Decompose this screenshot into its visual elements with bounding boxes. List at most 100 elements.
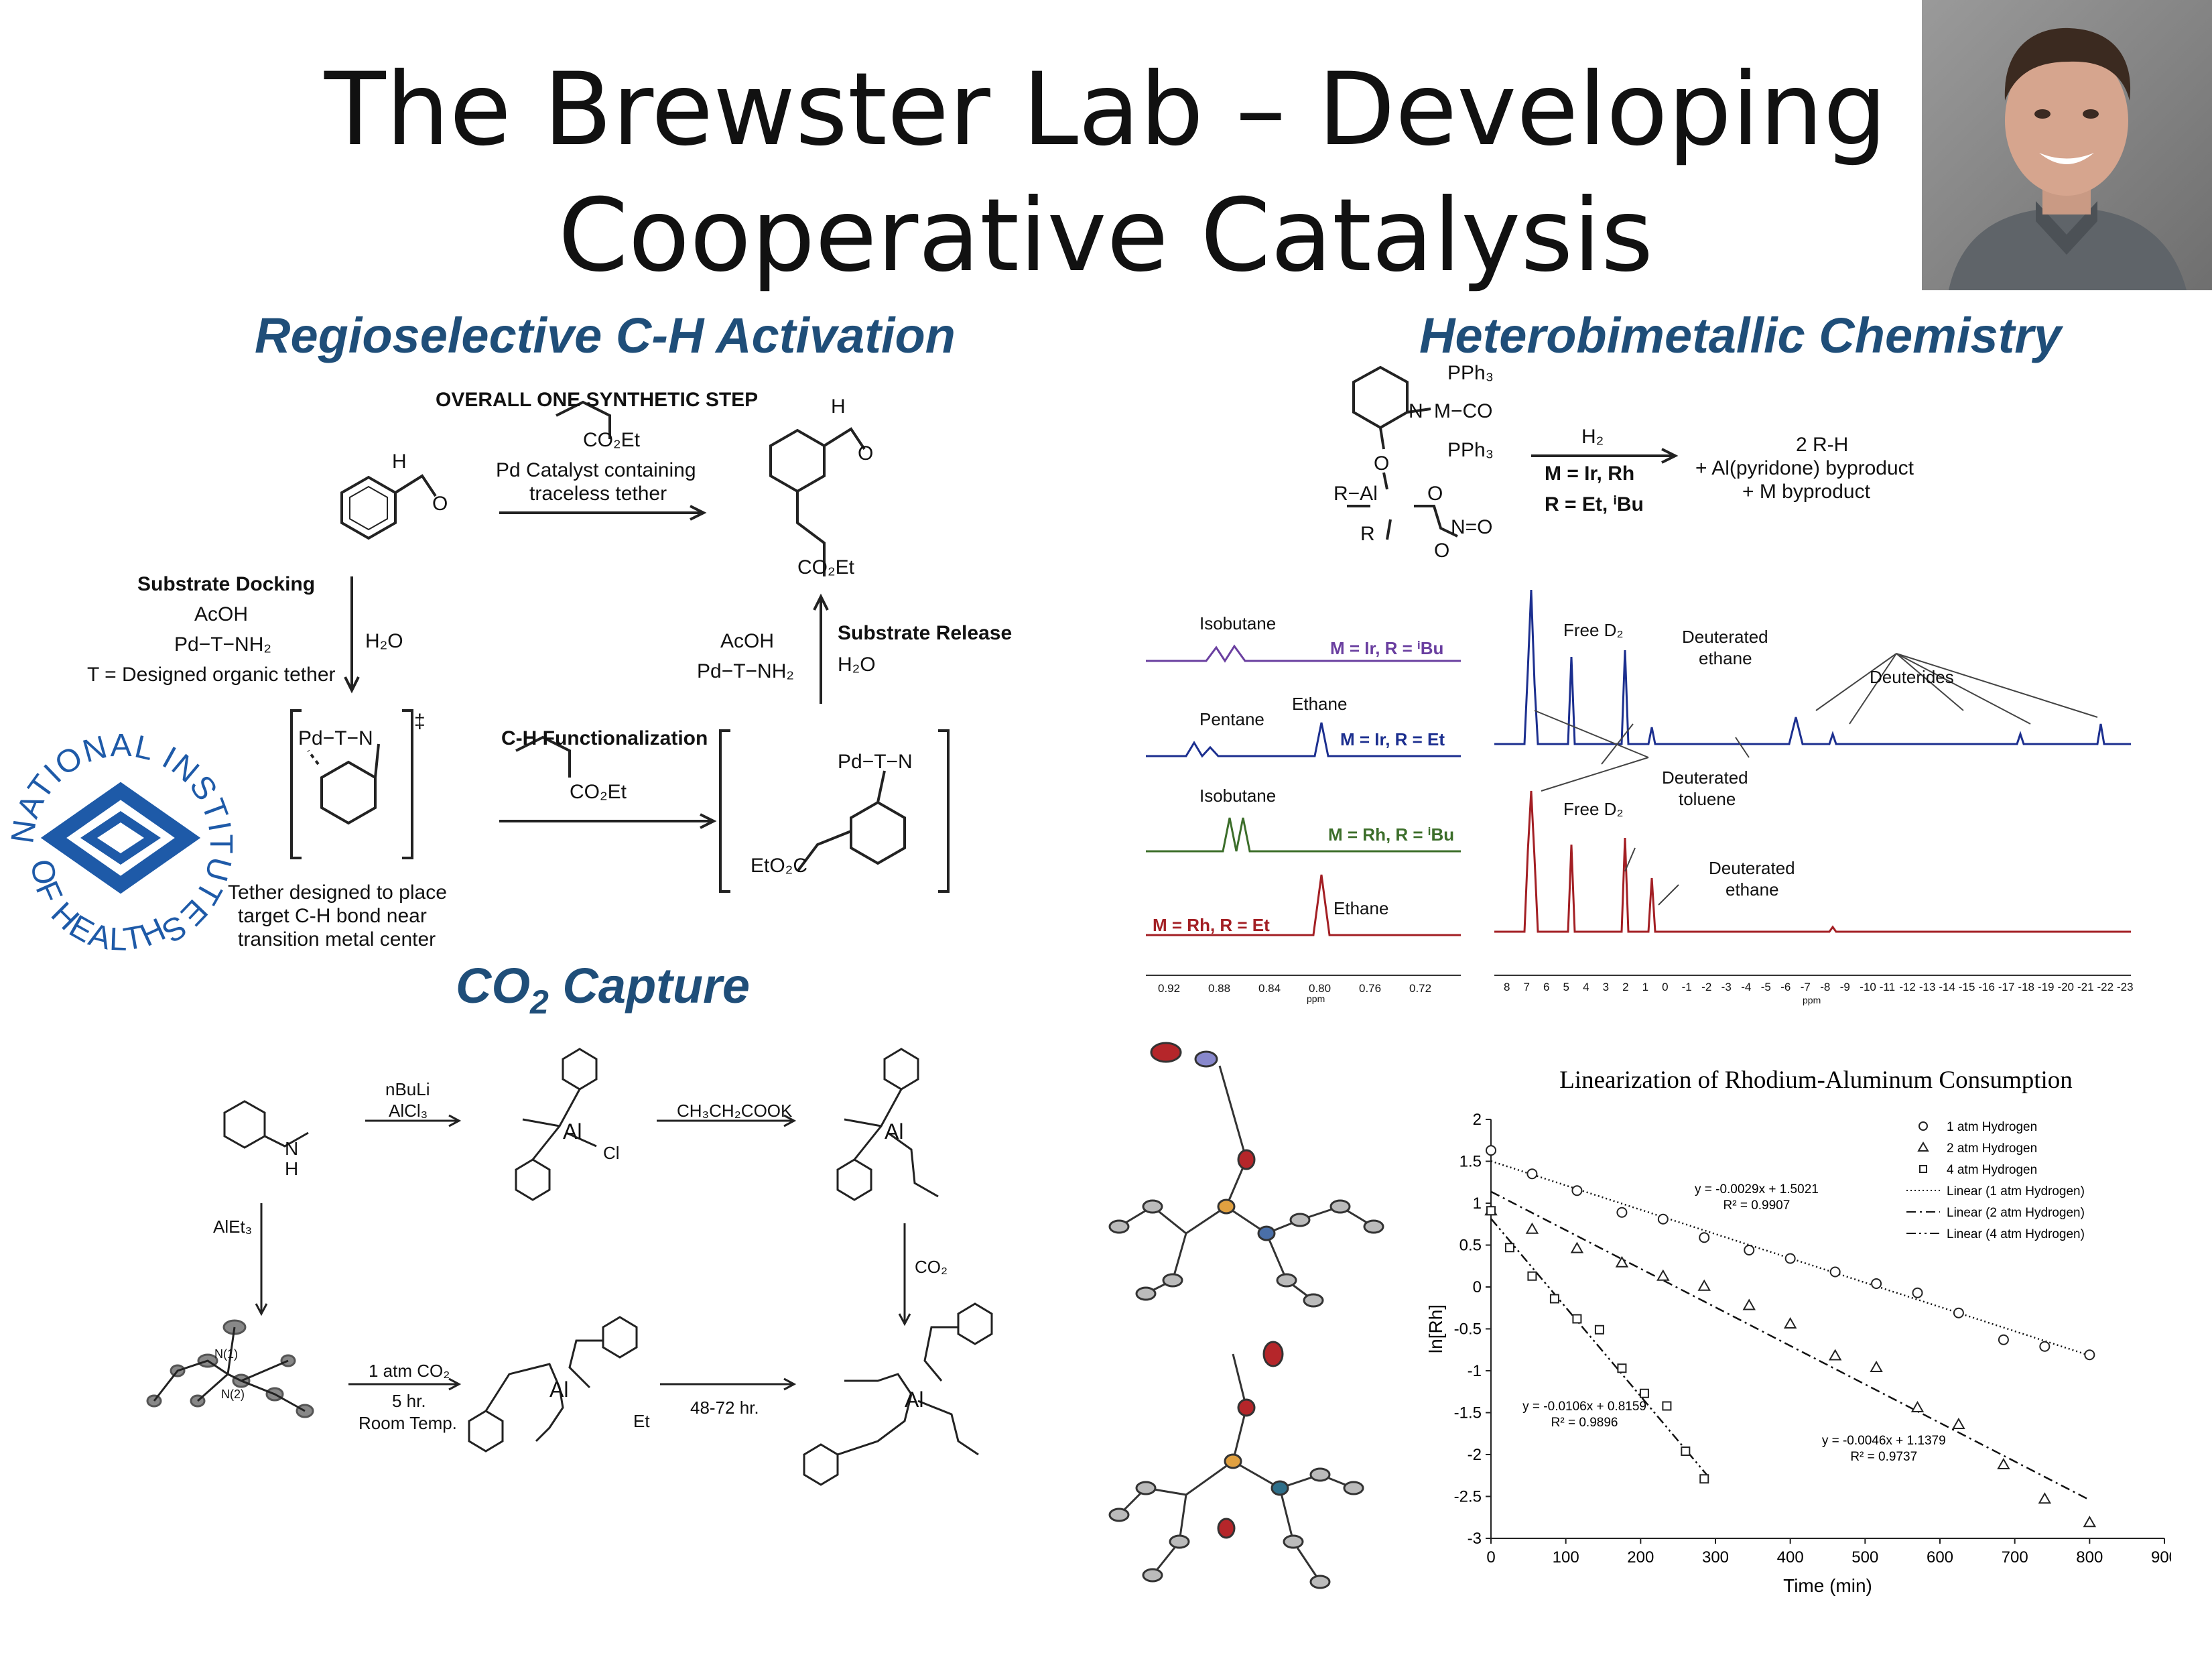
pd-t-nh2-left-label: Pd−T−NH₂ [174,633,272,656]
functionalization-label: C-H Functionalization [501,727,708,749]
nmr-large-tick-label: -8 [1820,981,1831,993]
room-temp-label: Room Temp. [359,1413,457,1433]
fit-r2-3: R² = 0.9896 [1551,1416,1618,1430]
nmr-large-tick-label: -3 [1721,981,1732,993]
nmr-large-tick-label: -6 [1780,981,1791,993]
slide-title: The Brewster Lab – Developing Cooperativ… [281,47,1930,299]
point-circle [1744,1245,1755,1255]
capture-text: Capture [548,958,750,1013]
chart-plot: 010020030040050060070080090021.510.50-0.… [1425,1111,2171,1596]
legend-marker-circle [1918,1121,1928,1131]
y-tick-label: 2 [1473,1111,1482,1129]
point-triangle [1952,1417,1965,1429]
section-ch-activation: Regioselective C-H Activation [255,308,956,363]
legend-entry-label: 4 atm Hydrogen [1947,1163,2037,1177]
fit-equation-1: y = -0.0029x + 1.5021 [1695,1182,1819,1196]
pd-t-n-right-label: Pd−T−N [838,751,913,773]
legend-marker-square [1919,1165,1927,1173]
point-triangle [1828,1349,1842,1361]
r-label: R [1360,523,1375,545]
point-triangle [2038,1492,2052,1504]
h2o-right-label: H₂O [838,654,876,676]
section-heterobimetallic: Heterobimetallic Chemistry [1419,308,2062,363]
legend-entry-label: Linear (1 atm Hydrogen) [1947,1184,2085,1198]
release-label: Substrate Release [838,622,1013,644]
point-circle [1616,1207,1628,1218]
free-d2-bottom-label: Free D₂ [1563,799,1624,819]
al-center-1: Al [563,1119,582,1144]
nmr-large-tick-label: -14 [1939,981,1955,993]
chloride-label: Cl [603,1143,620,1163]
point-circle [1998,1334,2009,1345]
fit-r2-1: R² = 0.9907 [1723,1198,1791,1213]
section-co2-capture: CO2 Capture [456,957,750,1022]
heterobimetallic-scheme: PPh₃ N M−CO PPh₃ O R−Al O R N=O O H₂ M =… [1333,355,1937,563]
nmr-large-tick-label: -2 [1701,981,1712,993]
point-square [1486,1206,1496,1216]
trace-ir-et-label: M = Ir, R = Et [1340,729,1445,749]
ortep-n2-label: N(2) [221,1388,245,1401]
ethyl-label: Et [633,1411,650,1431]
deut-ethane-bottom-1: Deuterated [1709,858,1795,878]
acrylate-mid-label: CO₂Et [570,781,627,803]
x-tick-label: 200 [1627,1548,1654,1566]
legend-marker-triangle [1917,1142,1929,1152]
nbuli-label: nBuLi [385,1079,430,1099]
slide-title-line1: The Brewster Lab – Developing [324,52,1888,168]
transition-state-dagger: ‡ [414,711,426,733]
nmr-large-tick-label: 3 [1602,981,1610,993]
y-tick-label: 0.5 [1459,1237,1482,1255]
nmr-large-tick-label: -19 [2037,981,2055,993]
tick-080: 0.80 [1309,982,1331,995]
nmr-large-tick-label: -18 [2018,981,2034,993]
al-center-2: Al [885,1119,904,1144]
point-square [1572,1314,1582,1324]
product-ester-label: CO₂Et [797,556,854,578]
tether-note-3: transition metal center [238,928,436,950]
nmr-large-tick-label: -23 [2117,981,2134,993]
y-tick-label: -2.5 [1454,1488,1482,1506]
deuterides-label: Deuterides [1870,667,1954,687]
pyridine-n-label: N [1409,400,1423,422]
nmr-large-tick-label: 6 [1543,981,1550,993]
y-tick-label: -2 [1468,1446,1482,1464]
portrait-photo [1922,0,2212,290]
legend-entry-label: 1 atm Hydrogen [1947,1120,2037,1134]
point-triangle [1997,1457,2010,1469]
tick-076: 0.76 [1359,982,1382,995]
condition-alkyl-label: R = Et, ⁱBu [1545,493,1644,515]
point-circle [1953,1307,1964,1318]
r-al-label: R−Al [1333,483,1378,505]
nmr-large-tick-label: -11 [1879,981,1896,993]
nmr-large-tick-label: 1 [1642,981,1649,993]
tether-definition-label: T = Designed organic tether [87,664,336,686]
oxygen-3-label: O [1434,540,1450,562]
point-triangle [1870,1360,1883,1372]
point-circle [1784,1253,1796,1264]
ethane-label-1: Ethane [1292,694,1348,714]
five-hr-label: 5 hr. [392,1391,426,1411]
x-tick-label: 700 [2002,1548,2028,1566]
nmr-large-tick-label: -9 [1839,981,1850,993]
alet3-label: AlEt₃ [213,1217,253,1237]
m-co-label: M−CO [1434,400,1493,422]
x-tick-label: 800 [2076,1548,2103,1566]
acoh-left-label: AcOH [194,603,249,625]
point-square [1527,1271,1537,1281]
nmr-small-panel: Isobutane M = Ir, R = ⁱBu Pentane Ethane… [1146,603,1468,1005]
point-triangle [1910,1400,1925,1412]
co2-reagent-label: CO₂ [915,1257,948,1277]
deut-ethane-top-2: ethane [1699,648,1752,668]
eto2c-label: EtO₂C [751,855,807,877]
point-circle [2084,1349,2095,1361]
tick-084: 0.84 [1258,982,1281,995]
pph3-bottom-label: PPh₃ [1447,439,1494,461]
overall-step-label: OVERALL ONE SYNTHETIC STEP [436,389,759,411]
fit-equation-3: y = -0.0106x + 0.8159 [1522,1400,1646,1414]
nmr-large-tick-label: -20 [2057,981,2075,993]
fit-equation-2: y = -0.0046x + 1.1379 [1822,1434,1946,1448]
free-d2-top-label: Free D₂ [1563,620,1624,640]
oxygen-1-label: O [1374,452,1390,475]
chart-title: Linearization of Rhodium-Aluminum Consum… [1559,1066,2073,1094]
